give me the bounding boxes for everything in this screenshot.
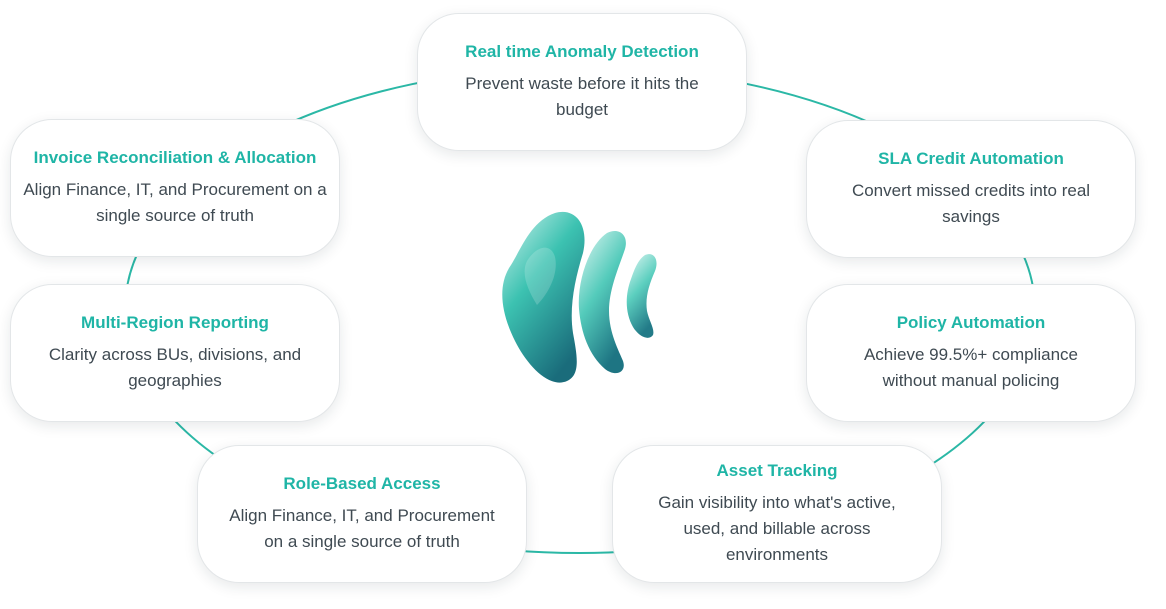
feature-title: SLA Credit Automation xyxy=(878,149,1064,168)
feature-description: Gain visibility into what's active, used… xyxy=(658,493,896,564)
feature-description: Align Finance, IT, and Procurement on a … xyxy=(229,506,495,551)
feature-card-invoice-reconciliation: Invoice Reconciliation & Allocation Alig… xyxy=(10,119,340,257)
feature-title: Asset Tracking xyxy=(716,461,838,480)
logo-wave-large-highlight xyxy=(524,247,556,305)
logo-wave-medium xyxy=(578,230,626,374)
logo-wave-small xyxy=(626,254,657,338)
feature-title: Policy Automation xyxy=(896,313,1046,332)
feature-title: Multi-Region Reporting xyxy=(81,313,269,332)
feature-card-sla-credit: SLA Credit Automation Convert missed cre… xyxy=(806,120,1136,258)
feature-description: Convert missed credits into real savings xyxy=(851,181,1091,226)
feature-title: Role-Based Access xyxy=(283,474,441,493)
feature-card-multi-region-reporting: Multi-Region Reporting Clarity across BU… xyxy=(10,284,340,422)
feature-card-role-based-access: Role-Based Access Align Finance, IT, and… xyxy=(197,445,527,583)
feature-card-policy-automation: Policy Automation Achieve 99.5%+ complia… xyxy=(806,284,1136,422)
feature-card-asset-tracking: Asset Tracking Gain visibility into what… xyxy=(612,445,942,583)
feature-title: Real time Anomaly Detection xyxy=(465,42,699,61)
feature-description: Achieve 99.5%+ compliance without manual… xyxy=(863,345,1079,390)
logo-wave-large xyxy=(502,211,585,383)
feature-title: Invoice Reconciliation & Allocation xyxy=(33,148,317,167)
feature-description: Prevent waste before it hits the budget xyxy=(465,74,699,119)
feature-description: Align Finance, IT, and Procurement on a … xyxy=(23,180,327,225)
feature-description: Clarity across BUs, divisions, and geogr… xyxy=(48,345,302,390)
feature-card-anomaly-detection: Real time Anomaly Detection Prevent wast… xyxy=(417,13,747,151)
wave-logo-icon xyxy=(502,211,657,383)
